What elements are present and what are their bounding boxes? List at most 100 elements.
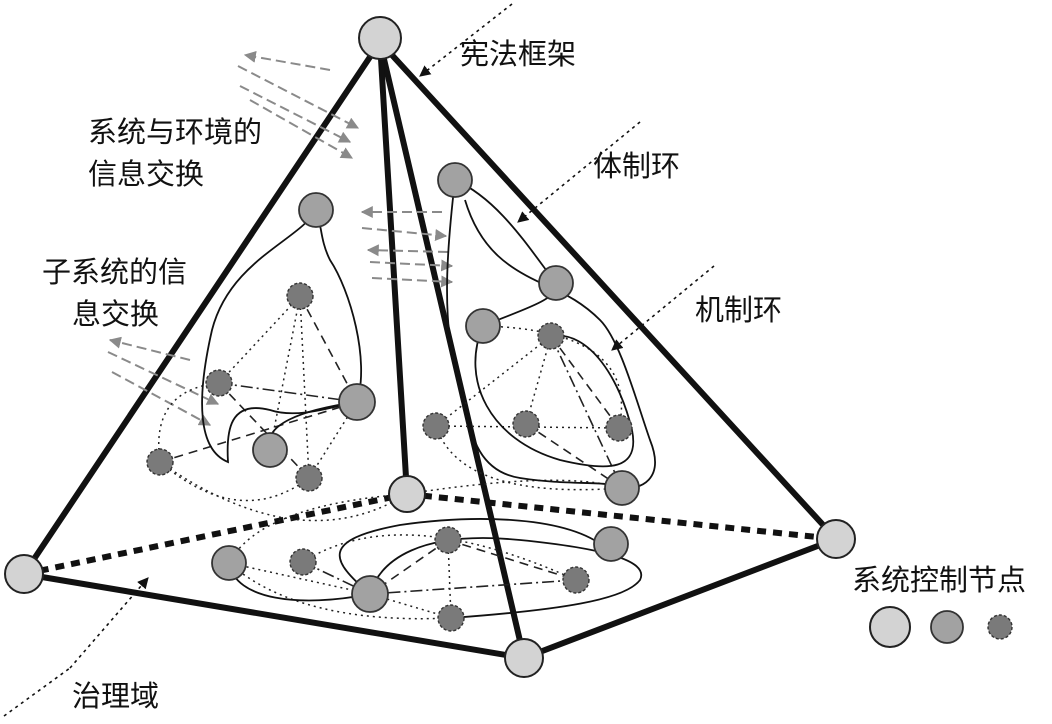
legend-node-medium: [930, 610, 964, 644]
connection-line: [299, 295, 358, 403]
pointer-governance-domain-tail: [3, 667, 71, 717]
control-node-small: [295, 464, 323, 492]
connection-line: [218, 382, 358, 403]
base-back-node: [388, 475, 426, 513]
right-mechanism-loop: [474, 325, 635, 468]
control-node-medium: [252, 432, 288, 468]
base-right-node: [816, 519, 856, 559]
flow-arrow: [371, 275, 454, 288]
connection-line: [435, 335, 552, 427]
connection-line: [228, 493, 408, 564]
label-mechanism-loop: 机制环: [695, 293, 782, 327]
edge-apex-back: [377, 39, 410, 497]
control-node-small: [422, 412, 450, 440]
connection-line: [550, 335, 620, 429]
hidden-edge-back-right: [406, 491, 837, 542]
connection-line: [228, 562, 371, 595]
control-node-medium: [437, 162, 473, 198]
right-upper-loop: [454, 179, 557, 327]
flow-arrow: [243, 50, 331, 71]
connection-line: [482, 325, 623, 429]
pyramid-hidden-edges: [23, 491, 837, 577]
label-subsystem-info-1: 子系统的信: [42, 255, 187, 289]
flow-arrow: [366, 244, 449, 257]
flow-arrow: [237, 65, 360, 129]
text-labels: 宪法框架 系统与环境的 信息交换 体制环 子系统的信 息交换 机制环 治理域 系…: [42, 37, 1026, 713]
edge-base-left-front: [21, 571, 527, 661]
pointer-constitution: [419, 3, 513, 77]
connection-line: [447, 539, 452, 619]
control-node-small: [437, 604, 465, 632]
connection-line: [228, 562, 452, 620]
control-node-medium: [338, 383, 376, 421]
legend-nodes: [869, 606, 1013, 648]
flow-arrow: [108, 336, 191, 361]
pyramid-vertex-nodes: [4, 16, 856, 678]
connection-line: [159, 461, 408, 522]
flow-arrow: [107, 351, 220, 405]
control-node-medium: [211, 545, 247, 581]
control-node-small: [434, 526, 462, 554]
connection-line: [447, 539, 577, 581]
base-front-node: [504, 638, 544, 678]
flow-arrow: [111, 371, 212, 426]
connection-line: [299, 295, 310, 479]
connection-line: [159, 401, 358, 463]
annotation-pointers: [3, 3, 715, 717]
control-node-small: [512, 410, 540, 438]
control-node-small: [205, 369, 233, 397]
left-institution-loop: [201, 209, 363, 464]
connection-line: [369, 593, 452, 619]
medium-nodes: [211, 162, 640, 613]
control-node-medium: [465, 308, 501, 344]
label-constitution-frame: 宪法框架: [460, 37, 576, 71]
pointer-institution-loop: [517, 121, 641, 223]
connection-line: [269, 295, 301, 451]
label-institution-loop: 体制环: [593, 149, 680, 183]
pointer-mechanism-loop: [611, 265, 715, 351]
base-left-loop: [228, 518, 603, 602]
control-node-small: [286, 282, 314, 310]
control-node-medium: [351, 575, 389, 613]
control-node-small: [146, 448, 174, 476]
connection-line: [435, 425, 623, 491]
label-subsystem-info-2: 息交换: [72, 297, 159, 331]
connection-line: [302, 534, 577, 581]
flow-arrow: [239, 85, 352, 143]
base-left-node: [4, 554, 44, 594]
edge-apex-right: [377, 39, 839, 542]
environment-flow-arrows: [107, 50, 454, 426]
connection-line: [525, 335, 552, 425]
control-node-small: [605, 414, 633, 442]
edge-apex-left: [21, 39, 383, 577]
control-node-small: [562, 566, 590, 594]
label-env-info-exchange-2: 信息交换: [88, 157, 204, 191]
connection-line: [525, 423, 623, 489]
connection-line: [158, 382, 220, 463]
label-control-nodes-legend: 系统控制节点: [852, 563, 1026, 597]
connection-line: [368, 579, 577, 599]
apex-node: [358, 16, 402, 60]
connection-line: [218, 295, 301, 384]
connection-line: [550, 335, 623, 489]
control-node-small: [289, 548, 317, 576]
hidden-edge-left-back: [23, 491, 408, 577]
connection-line: [159, 461, 310, 502]
legend-node-small: [987, 614, 1013, 640]
flow-arrow: [249, 99, 354, 159]
control-node-small: [537, 322, 565, 350]
internal-connections: [158, 295, 623, 620]
flow-arrow: [369, 259, 454, 272]
label-env-info-exchange-1: 系统与环境的: [88, 115, 262, 149]
pointer-governance-domain: [69, 577, 149, 669]
control-node-medium: [538, 265, 574, 301]
control-node-medium: [593, 526, 629, 562]
legend-node-large: [869, 606, 911, 648]
control-node-medium: [298, 192, 334, 228]
label-governance-domain: 治理域: [72, 679, 159, 713]
control-node-medium: [604, 470, 640, 506]
small-nodes: [146, 282, 633, 632]
edge-base-front-right: [521, 536, 839, 661]
flow-arrow: [361, 227, 448, 241]
